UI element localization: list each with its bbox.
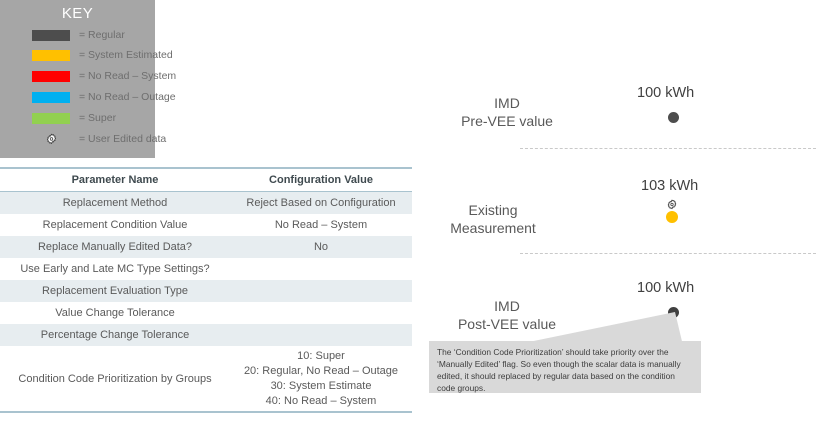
value-line: 20: Regular, No Read – Outage bbox=[243, 364, 399, 377]
cell-configuration-value bbox=[230, 288, 412, 294]
cell-parameter-name: Replacement Method bbox=[62, 197, 168, 209]
stage-label-line1: IMD bbox=[494, 298, 520, 314]
key-title: KEY bbox=[61, 5, 94, 22]
table-row: Replacement Condition Value No Read – Sy… bbox=[0, 214, 412, 236]
user-edited-marker bbox=[666, 198, 678, 216]
column-header-parameter-name: Parameter Name bbox=[71, 174, 159, 186]
cell-configuration-value: No Read – System bbox=[274, 218, 368, 231]
cell-parameter-name: Replacement Condition Value bbox=[42, 219, 188, 231]
table-row: Replacement Evaluation Type bbox=[0, 280, 412, 302]
stage-label-imd-pre-vee: IMD Pre-VEE value bbox=[437, 95, 577, 130]
value-line: 10: Super bbox=[297, 350, 345, 362]
color-swatch-no-read-system bbox=[32, 70, 70, 82]
stage-label-line1: Existing bbox=[468, 202, 518, 218]
key-label-regular: = Regular bbox=[79, 29, 125, 41]
table-row: Condition Code Prioritization by Groups … bbox=[0, 346, 412, 412]
reading-value-post-vee: 100 kWh bbox=[637, 280, 695, 296]
cell-parameter-name: Replace Manually Edited Data? bbox=[37, 241, 193, 253]
cell-parameter-name: Replacement Evaluation Type bbox=[42, 285, 188, 297]
cell-configuration-value bbox=[230, 332, 412, 338]
callout-note: The ‘Condition Code Prioritization’ shou… bbox=[429, 341, 701, 393]
value-line: 40: No Read – System bbox=[265, 394, 377, 407]
gear-icon-wrapper bbox=[32, 133, 70, 146]
key-item-system-estimated: = System Estimated bbox=[0, 46, 173, 64]
value-line: 30: System Estimate bbox=[270, 379, 372, 392]
key-label-user-edited: = User Edited data bbox=[79, 133, 167, 145]
cell-configuration-value: No bbox=[313, 240, 329, 253]
color-swatch-no-read-outage bbox=[32, 91, 70, 103]
table-row: Percentage Change Tolerance bbox=[0, 324, 412, 346]
cell-parameter-name: Use Early and Late MC Type Settings? bbox=[20, 263, 210, 275]
cell-configuration-value bbox=[230, 310, 412, 316]
cell-parameter-name: Percentage Change Tolerance bbox=[40, 329, 190, 341]
key-item-no-read-outage: = No Read – Outage bbox=[0, 88, 176, 106]
stage-label-line2: Post-VEE value bbox=[457, 315, 557, 332]
section-divider-2 bbox=[520, 253, 816, 254]
key-item-super: = Super bbox=[0, 109, 155, 127]
stage-label-line2: Measurement bbox=[450, 219, 536, 236]
configuration-parameter-table: Parameter Name Configuration Value Repla… bbox=[0, 167, 412, 414]
stage-label-imd-post-vee: IMD Post-VEE value bbox=[432, 298, 582, 333]
reading-value-pre-vee: 100 kWh bbox=[637, 85, 695, 101]
cell-parameter-name: Value Change Tolerance bbox=[55, 307, 175, 319]
column-header-configuration-value: Configuration Value bbox=[269, 173, 373, 186]
color-swatch-super bbox=[32, 112, 70, 124]
table-row: Replacement Method Reject Based on Confi… bbox=[0, 192, 412, 214]
cell-parameter-name: Condition Code Prioritization by Groups bbox=[18, 372, 212, 385]
key-label-no-read-system: = No Read – System bbox=[79, 70, 177, 82]
cell-configuration-value bbox=[230, 266, 412, 272]
cell-configuration-value: Reject Based on Configuration bbox=[246, 196, 396, 209]
reading-value-existing: 103 kWh bbox=[641, 178, 699, 194]
stage-label-existing-measurement: Existing Measurement bbox=[423, 202, 563, 237]
key-label-no-read-outage: = No Read – Outage bbox=[79, 91, 176, 103]
gear-icon bbox=[667, 199, 677, 210]
key-item-user-edited: = User Edited data bbox=[0, 130, 166, 148]
data-point-pre-vee bbox=[668, 112, 679, 123]
color-swatch-system-estimated bbox=[32, 49, 70, 61]
color-swatch-regular bbox=[32, 29, 70, 41]
table-header-row: Parameter Name Configuration Value bbox=[0, 169, 412, 192]
callout-note-text: The ‘Condition Code Prioritization’ shou… bbox=[437, 347, 681, 393]
stage-label-line2: Pre-VEE value bbox=[461, 112, 553, 129]
key-legend-panel: KEY = Regular = System Estimated = No Re… bbox=[0, 0, 176, 158]
key-item-no-read-system: = No Read – System bbox=[0, 67, 176, 85]
gear-icon bbox=[46, 133, 56, 144]
key-label-system-estimated: = System Estimated bbox=[79, 49, 173, 61]
table-row: Use Early and Late MC Type Settings? bbox=[0, 258, 412, 280]
table-row: Value Change Tolerance bbox=[0, 302, 412, 324]
stage-label-line1: IMD bbox=[494, 95, 520, 111]
table-row: Replace Manually Edited Data? No bbox=[0, 236, 412, 258]
key-item-regular: = Regular bbox=[0, 26, 155, 44]
data-point-existing bbox=[666, 211, 678, 223]
cell-configuration-value: 10: Super 20: Regular, No Read – Outage … bbox=[230, 346, 412, 411]
section-divider-1 bbox=[520, 148, 816, 149]
key-label-super: = Super bbox=[79, 112, 117, 124]
